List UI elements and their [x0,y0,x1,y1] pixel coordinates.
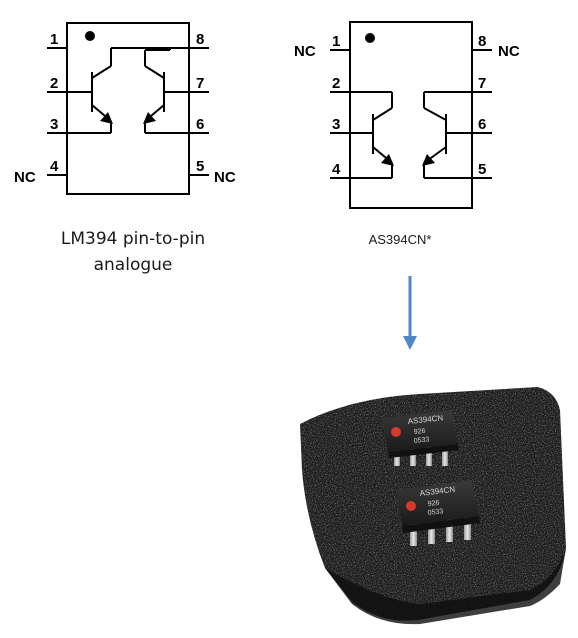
chip-marking-line1: AS394CN [407,413,444,426]
down-arrow-icon [403,276,417,350]
chip-body [349,21,473,209]
pin-label-3: 3 [50,116,58,133]
pin-label-2: 2 [50,75,58,92]
nc-label-pin4: NC [14,169,36,186]
chips-on-foam-photo: AS394CN 926 0533 AS394CN 926 0533 [300,387,566,625]
pin-label-8: 8 [196,31,204,48]
pin-label-5: 5 [478,161,486,178]
chip-marking-line2: 926 [427,500,440,508]
nc-label-pin1: NC [294,43,316,60]
left-transistor-symbol [67,47,189,134]
lm394-pin-labels: 1 2 3 4 8 7 6 5 NC NC [14,31,236,186]
chip-marking-line1: AS394CN [419,485,456,498]
chip-marking-line3: 0533 [427,508,443,517]
as394cn-chip-diagram [330,21,492,209]
lm394-chip-diagram [47,22,209,195]
pin1-marker-dot [391,427,401,437]
right-transistor-symbol [422,91,472,179]
pin-label-7: 7 [196,75,204,92]
pin-label-1: 1 [50,31,58,48]
chip-marking-line3: 0533 [413,436,429,445]
pin-label-1: 1 [332,33,340,50]
chip-body [66,22,190,195]
pin-label-4: 4 [50,158,59,175]
chip-marking-line2: 926 [413,428,425,436]
lm394-caption: LM394 pin-to-pin analogue [60,229,206,275]
pin-label-7: 7 [478,75,486,92]
nc-label-pin8: NC [498,43,520,60]
pin-label-4: 4 [332,161,341,178]
pin-label-6: 6 [196,116,204,133]
bottom-chip: AS394CN 926 0533 [396,480,480,533]
pin1-marker-dot [85,31,95,41]
pin-label-3: 3 [332,116,340,133]
as394cn-caption: AS394CN* [368,232,432,247]
top-chip: AS394CN 926 0533 [382,410,459,458]
nc-label-pin5: NC [214,169,236,186]
pin-label-2: 2 [332,75,340,92]
pin-label-8: 8 [478,33,486,50]
pin1-marker-dot [365,33,375,43]
right-transistor-symbol [143,48,189,134]
pin1-marker-dot [406,501,416,511]
pin-label-5: 5 [196,158,204,175]
as394cn-pin-labels: 1 2 3 4 8 7 6 5 NC NC [294,33,520,178]
left-transistor-symbol [350,91,394,179]
pin-label-6: 6 [478,116,486,133]
